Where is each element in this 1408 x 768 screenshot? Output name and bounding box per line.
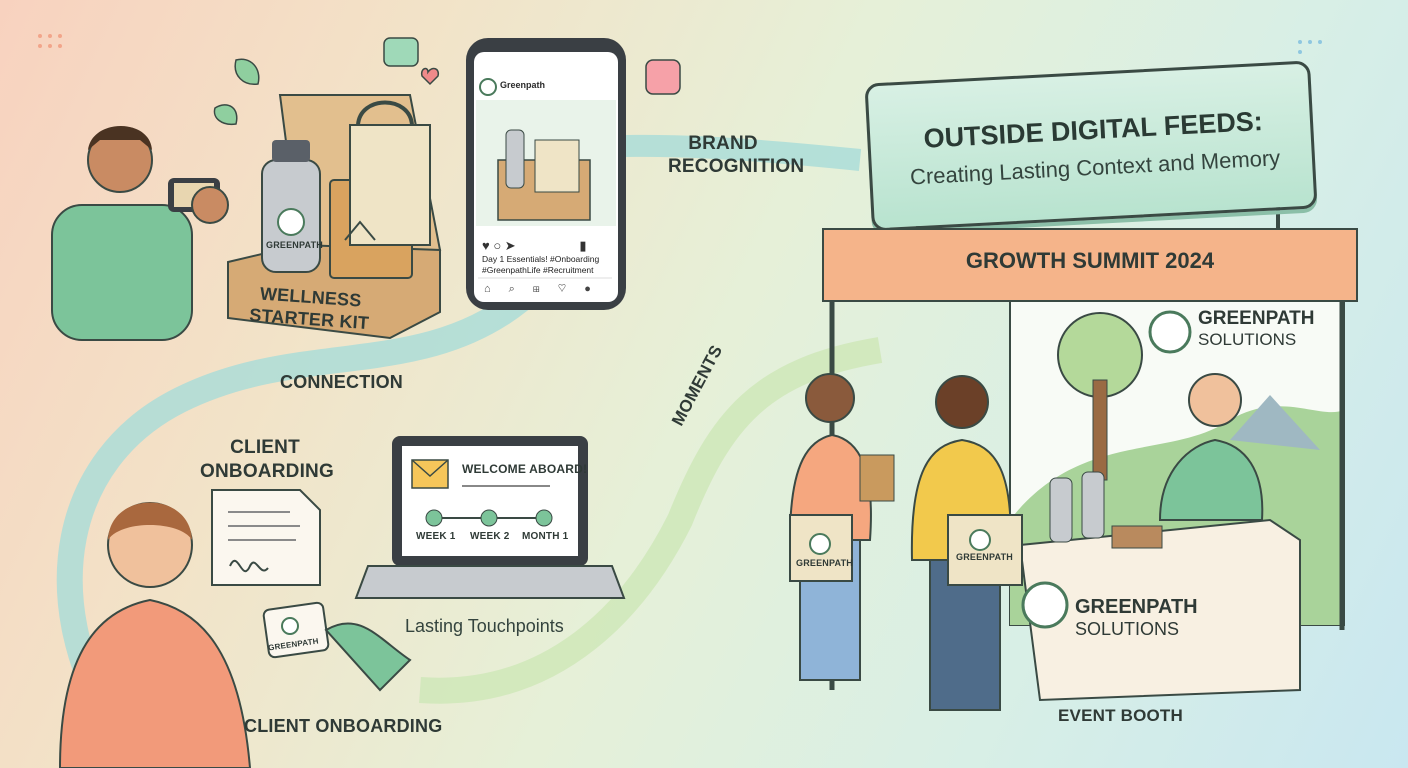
- table-brand: GREENPATH SOLUTIONS: [1075, 596, 1198, 640]
- label-brand-recognition-line2: RECOGNITION: [668, 156, 805, 177]
- phone-account-name: Greenpath: [500, 80, 546, 90]
- person-client: [58, 502, 412, 768]
- label-lasting-touchpoints: Lasting Touchpoints: [405, 616, 564, 636]
- label-client-onboarding-top: CLIENT ONBOARDING: [200, 436, 334, 484]
- attendees: [788, 373, 1023, 711]
- label-brand-recognition: BRAND RECOGNITION: [668, 132, 805, 178]
- laptop-step-3: MONTH 1: [522, 531, 569, 542]
- booth-brand-line1: GREENPATH: [1198, 308, 1315, 329]
- title-banner: OUTSIDE DIGITAL FEEDS: Creating Lasting …: [864, 60, 1318, 232]
- booth-backdrop-brand: GREENPATH SOLUTIONS: [1198, 308, 1314, 350]
- laptop: [354, 436, 626, 599]
- label-client-onboarding-line2: ONBOARDING: [200, 461, 334, 482]
- flow-path: [56, 289, 529, 727]
- summit-sign: GROWTH SUMMIT 2024: [822, 228, 1358, 302]
- phone-action-icons: ♥ ○ ➤ ▮: [482, 238, 587, 253]
- decorative-dots: [38, 34, 1322, 54]
- phone-mockup: [466, 38, 626, 310]
- flow-path-moments: [419, 337, 883, 704]
- booth-brand-line2: SOLUTIONS: [1198, 330, 1297, 349]
- label-client-onboarding-bottom: CLIENT ONBOARDING: [244, 716, 443, 736]
- tote-label-left: GREENPATH: [796, 558, 853, 568]
- contract-document: [211, 489, 321, 586]
- starter-kit-box: [227, 94, 442, 340]
- laptop-title: WELCOME ABOARD!: [462, 462, 588, 476]
- table-brand-line1: GREENPATH: [1075, 596, 1198, 618]
- label-connection: CONNECTION: [280, 372, 403, 392]
- summit-title: GROWTH SUMMIT 2024: [965, 248, 1215, 273]
- floating-icons: [213, 37, 681, 126]
- tote-label-right: GREENPATH: [956, 552, 1013, 562]
- phone-caption-line1: Day 1 Essentials! #Onboarding: [482, 254, 600, 264]
- phone-nav-icons: ⌂⌕⊞♡●: [484, 283, 609, 295]
- person-photographer: [51, 126, 229, 341]
- laptop-step-1: WEEK 1: [416, 531, 456, 542]
- laptop-step-2: WEEK 2: [470, 531, 510, 542]
- bottle-brand: GREENPATH: [266, 240, 323, 250]
- phone-caption-line2: #GreenpathLife #Recruitment: [482, 265, 594, 275]
- table-brand-line2: SOLUTIONS: [1075, 619, 1180, 639]
- label-brand-recognition-line1: BRAND: [688, 133, 758, 154]
- phone-caption: Day 1 Essentials! #Onboarding #Greenpath…: [482, 254, 616, 276]
- label-client-onboarding-line1: CLIENT: [230, 437, 300, 458]
- label-event-booth: EVENT BOOTH: [1058, 706, 1183, 725]
